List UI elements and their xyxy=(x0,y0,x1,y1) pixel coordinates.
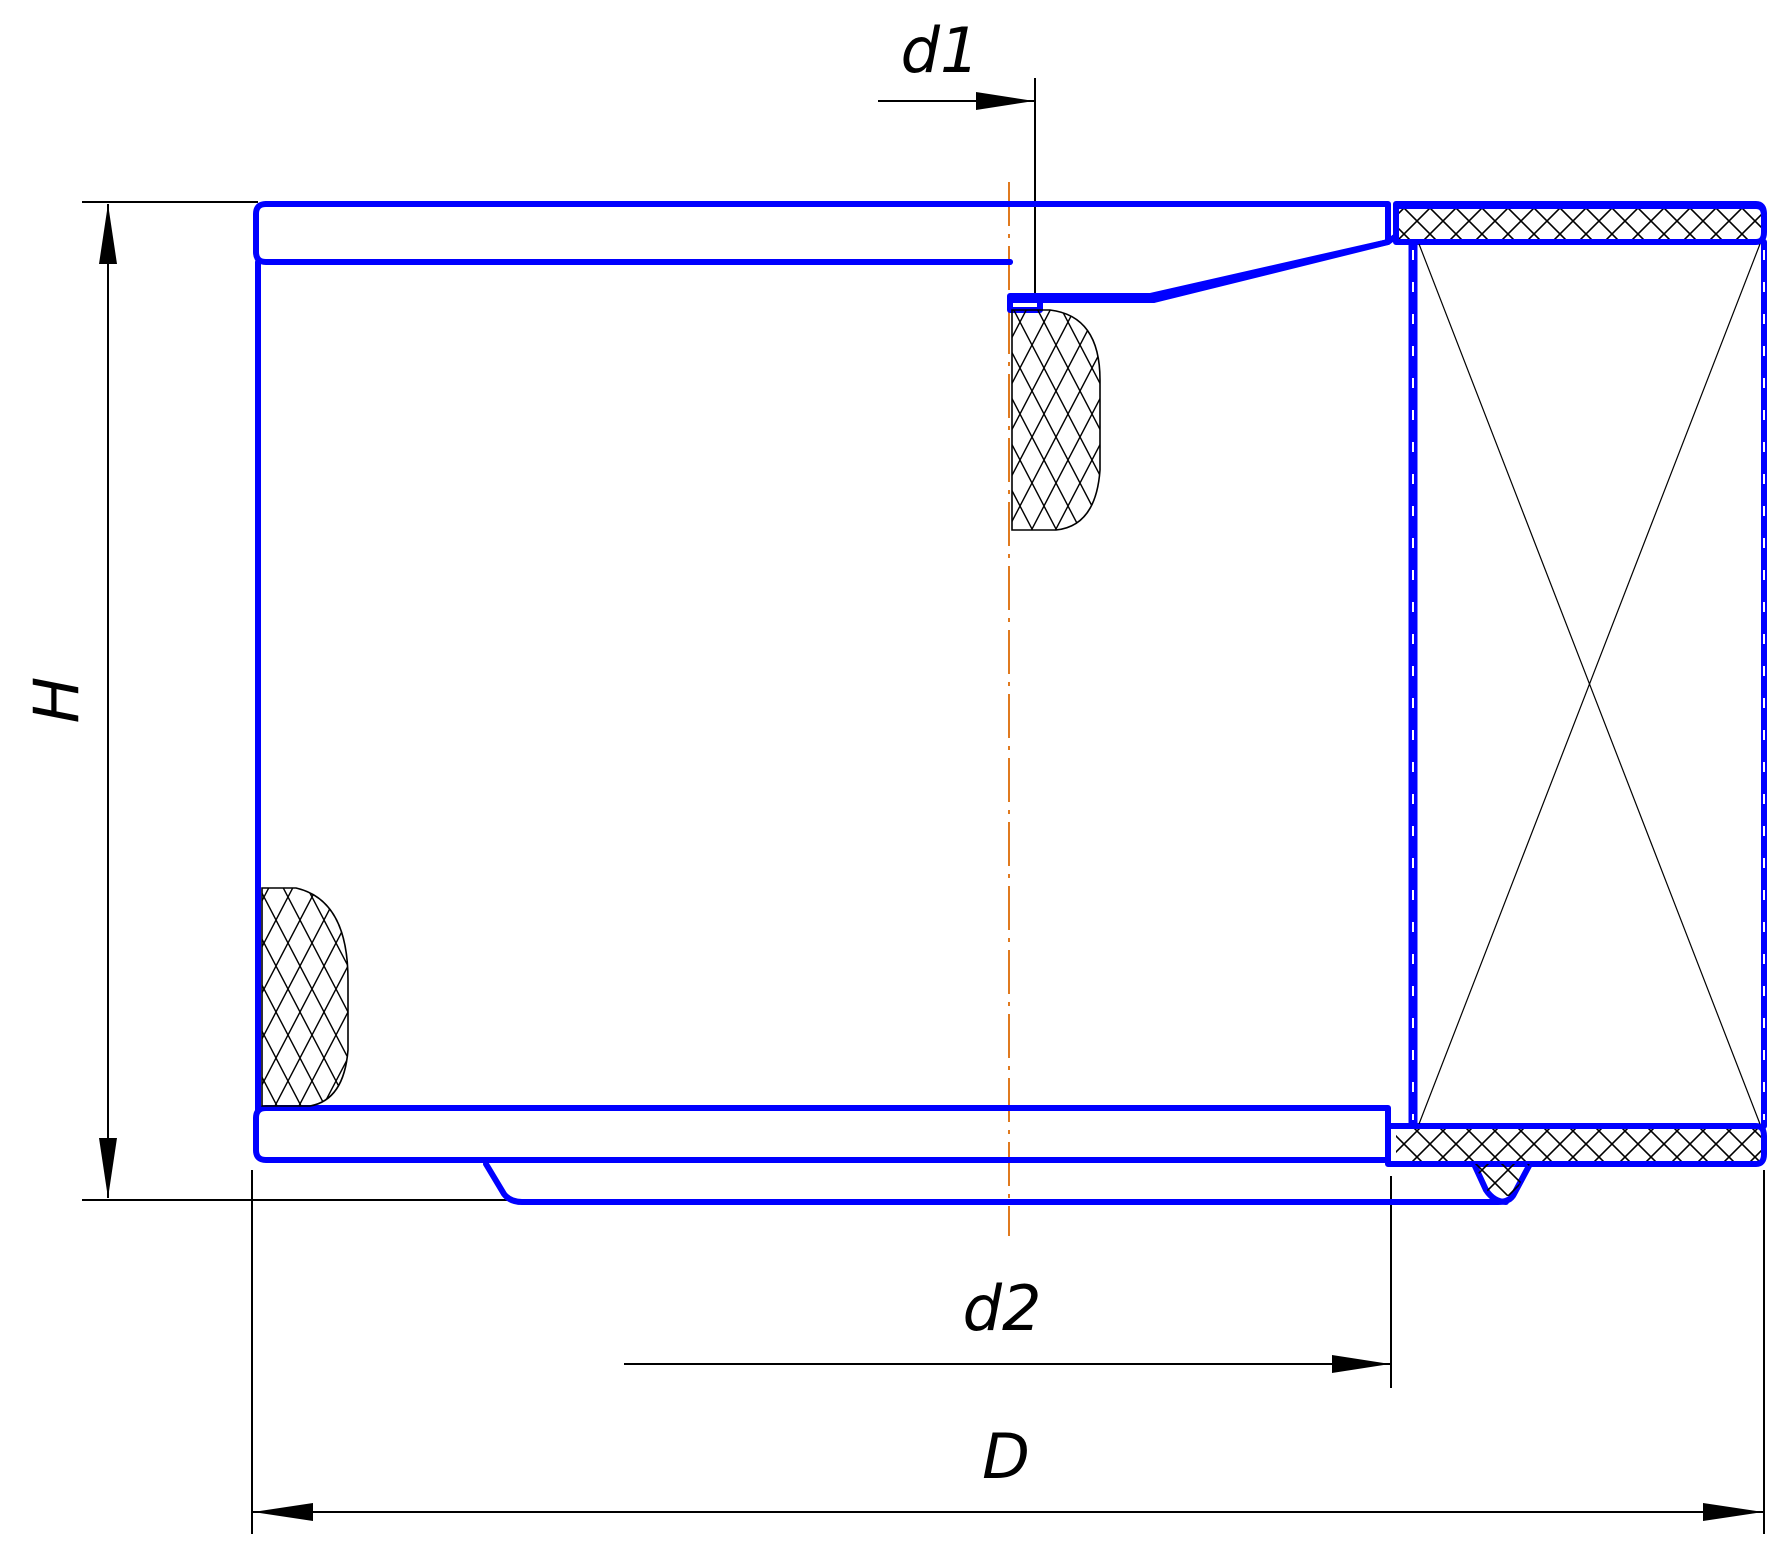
bottom-foot-right-bump xyxy=(1471,1161,1509,1205)
bottom-section-outline xyxy=(1385,1123,1767,1167)
mesh-cutout-top-fill xyxy=(1011,309,1101,531)
filter-body-outline xyxy=(253,201,1767,1205)
d2-arrow xyxy=(1332,1355,1390,1373)
mesh-cutout-top xyxy=(1011,309,1101,531)
top-cap-left-edge xyxy=(253,201,1013,265)
d1-label: d1 xyxy=(901,14,980,87)
d1-arrow xyxy=(976,92,1034,110)
bottom-end-cap xyxy=(253,1105,1391,1163)
big-d-arrow-left xyxy=(253,1503,313,1521)
bottom-foot xyxy=(483,1161,1533,1205)
h-label: H xyxy=(20,677,93,724)
big-d-label: D xyxy=(982,1420,1030,1493)
top-cone xyxy=(1007,239,1391,303)
dimension-d1: d1 xyxy=(878,14,1036,296)
top-section-outline xyxy=(1393,203,1767,245)
dimension-h: H xyxy=(20,201,512,1201)
right-section xyxy=(1385,203,1767,1196)
dimension-big-d: D xyxy=(251,1170,1765,1534)
bottom-seal-hatch xyxy=(1474,1164,1530,1196)
h-arrow-top xyxy=(99,204,117,264)
top-section-hatch xyxy=(1396,206,1762,242)
mesh-cutout-bottom xyxy=(261,887,349,1107)
d2-label: d2 xyxy=(963,1272,1042,1345)
big-d-arrow-right xyxy=(1703,1503,1763,1521)
dimension-d2: d2 xyxy=(624,1176,1392,1388)
h-arrow-bottom xyxy=(99,1138,117,1198)
mesh-cutout-bottom-fill xyxy=(261,887,349,1107)
media-diagonal-2 xyxy=(1418,243,1761,1125)
bottom-section-hatch xyxy=(1396,1126,1762,1164)
